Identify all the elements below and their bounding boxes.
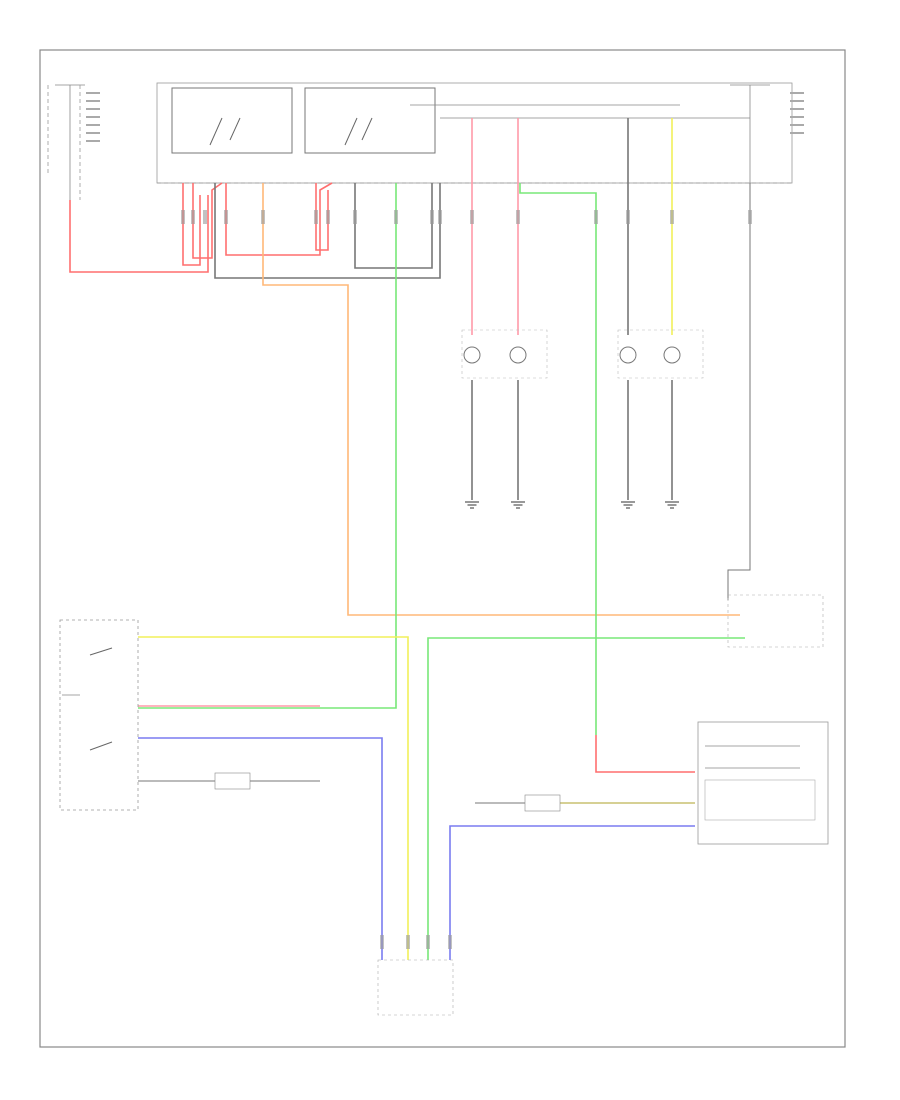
diagram-frame bbox=[39, 49, 846, 1048]
connector-pin bbox=[326, 210, 330, 224]
wire-blue-a bbox=[138, 737, 383, 960]
lamp-icon bbox=[619, 346, 637, 364]
lamp-housing bbox=[461, 329, 548, 379]
ground-icon bbox=[621, 501, 635, 509]
wire-green-b bbox=[519, 183, 597, 735]
wire-green-a bbox=[138, 183, 397, 709]
wire-red-left bbox=[69, 195, 209, 273]
connector-pin bbox=[594, 210, 598, 224]
connector-pin bbox=[748, 210, 752, 224]
lamp-icon bbox=[509, 346, 527, 364]
wire-gray-a bbox=[214, 183, 441, 279]
ground-icon bbox=[465, 501, 479, 509]
right-fuse-block bbox=[730, 84, 804, 570]
relay-box bbox=[156, 82, 793, 184]
wire-red-meter bbox=[595, 735, 695, 773]
relay-switch-icon bbox=[209, 117, 373, 146]
connector-pin bbox=[394, 210, 398, 224]
wire-orange bbox=[262, 183, 740, 616]
connector-pin bbox=[426, 935, 430, 949]
wire-harness bbox=[69, 118, 751, 960]
connector-pin bbox=[406, 935, 410, 949]
wire-red-c bbox=[225, 182, 333, 256]
connector-pin bbox=[314, 210, 318, 224]
lamp-icon bbox=[463, 346, 481, 364]
ground-icon bbox=[665, 501, 679, 509]
connector-pin bbox=[261, 210, 265, 224]
connector-pin bbox=[670, 210, 674, 224]
connector-pin bbox=[516, 210, 520, 224]
connector-pin bbox=[203, 210, 207, 224]
connector-pin bbox=[626, 210, 630, 224]
wire-green-c bbox=[427, 637, 745, 960]
ground-icon bbox=[511, 501, 525, 509]
connector-pin bbox=[380, 935, 384, 949]
wire-gray-b bbox=[354, 183, 433, 269]
connector-pin bbox=[470, 210, 474, 224]
connector-pin bbox=[430, 210, 434, 224]
lamp-housing bbox=[617, 329, 704, 379]
wire-yellow-a bbox=[138, 636, 409, 960]
connector-pin bbox=[448, 935, 452, 949]
connector-pin bbox=[438, 210, 442, 224]
connector-pin bbox=[191, 210, 195, 224]
connector-pin bbox=[224, 210, 228, 224]
connector-pin bbox=[353, 210, 357, 224]
lamp-group bbox=[461, 329, 704, 379]
left-fuse-block bbox=[47, 84, 100, 200]
connector-icon bbox=[214, 772, 561, 812]
wire-gray-right bbox=[727, 183, 751, 600]
bottom-connector-icon bbox=[377, 959, 454, 1016]
control-module bbox=[727, 594, 824, 648]
wire-blue-b bbox=[449, 825, 695, 960]
combination-meter bbox=[697, 721, 829, 845]
connector-pin bbox=[181, 210, 185, 224]
lamp-icon bbox=[663, 346, 681, 364]
headlight-switch bbox=[59, 619, 139, 811]
annotation-marks bbox=[181, 210, 752, 949]
ground-group bbox=[465, 501, 679, 509]
